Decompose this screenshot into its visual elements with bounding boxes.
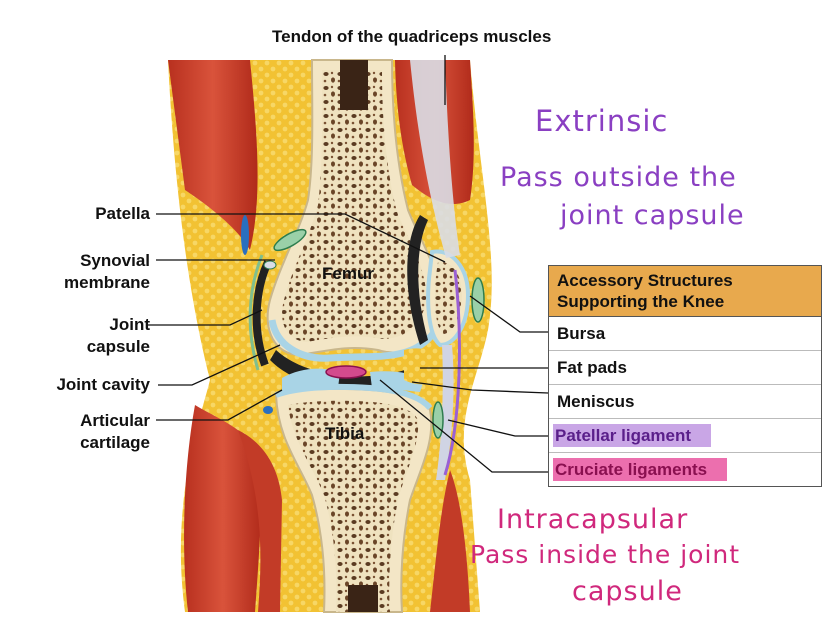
note-intracapsular-line1: Pass inside the joint xyxy=(470,540,741,569)
accessory-structures-table: Accessory Structures Supporting the Knee… xyxy=(548,265,822,487)
leader-articular xyxy=(156,389,283,421)
blood-vessel xyxy=(241,215,249,255)
leader-patella xyxy=(156,213,446,263)
joint-capsule-line2: capsule xyxy=(86,337,150,356)
table-row-fat-pads: Fat pads xyxy=(549,351,821,385)
femur-label: Femur xyxy=(322,264,374,283)
synovial-membrane-green xyxy=(248,254,264,371)
note-extrinsic-title: Extrinsic xyxy=(535,104,669,138)
table-row-cruciate-ligaments: Cruciate ligaments xyxy=(549,453,821,486)
leader-joint-capsule xyxy=(148,309,263,326)
note-extrinsic-line2: joint capsule xyxy=(560,200,745,231)
blood-vessel-3 xyxy=(263,406,273,414)
fat-pad xyxy=(404,348,448,385)
leader-joint-cavity xyxy=(158,344,281,386)
synovial-line2: membrane xyxy=(64,273,150,292)
synovial-line1: Synovial xyxy=(80,251,150,270)
table-header: Accessory Structures Supporting the Knee xyxy=(549,266,821,317)
table-header-line2: Supporting the Knee xyxy=(557,292,725,311)
articular-cartilage-label: Articular cartilage xyxy=(40,410,150,454)
tibia-cartilage xyxy=(274,383,433,411)
cruciate-ligaments-text: Cruciate ligaments xyxy=(553,458,728,481)
articular-line1: Articular xyxy=(80,411,150,430)
table-row-bursa: Bursa xyxy=(549,317,821,351)
leader-bursa xyxy=(469,295,548,333)
quadriceps-tendon xyxy=(410,60,460,258)
patellar-ligament-ink xyxy=(443,269,461,476)
note-intracapsular-line2: capsule xyxy=(572,576,683,607)
fat-pads-text: Fat pads xyxy=(557,358,627,377)
note-intracapsular-title: Intracapsular xyxy=(497,504,689,535)
leader-cruciate xyxy=(379,379,548,473)
patellar-ligament xyxy=(436,345,454,480)
thigh-muscle-left xyxy=(168,60,258,250)
tibia-label: Tibia xyxy=(325,424,365,443)
articular-line2: cartilage xyxy=(80,433,150,452)
note-extrinsic-line1: Pass outside the xyxy=(500,162,737,193)
suprapatellar-pouch xyxy=(407,215,428,345)
calf-muscle-left-2 xyxy=(238,430,282,612)
patella-label: Patella xyxy=(95,204,150,223)
joint-cavity-label: Joint cavity xyxy=(56,375,150,394)
blood-vessel-2 xyxy=(263,260,277,270)
shin-muscle-right xyxy=(430,470,470,612)
joint-capsule-line1: Joint xyxy=(109,315,150,334)
tibia-spongy xyxy=(288,400,419,612)
table-row-patellar-ligament: Patellar ligament xyxy=(549,419,821,453)
leader-lines xyxy=(148,55,549,473)
table-header-line1: Accessory Structures xyxy=(557,271,733,290)
leader-patellar xyxy=(447,419,548,437)
cruciate-ligament xyxy=(325,365,367,379)
bursa-pre-patellar xyxy=(471,277,485,323)
patellar-ligament-text: Patellar ligament xyxy=(553,424,712,447)
tendon-label: Tendon of the quadriceps muscles xyxy=(272,27,552,46)
femur-marrow xyxy=(340,60,368,110)
leader-meniscus xyxy=(411,381,549,394)
bursa-text: Bursa xyxy=(557,324,606,343)
tibia-marrow xyxy=(348,585,378,612)
calf-muscle-left xyxy=(184,405,262,612)
joint-capsule-label: Joint capsule xyxy=(40,314,150,358)
meniscus-text: Meniscus xyxy=(557,392,635,411)
bursa-lower xyxy=(432,401,444,439)
table-row-meniscus: Meniscus xyxy=(549,385,821,419)
synovial-membrane-label: Synovial membrane xyxy=(40,250,150,294)
bursa-upper xyxy=(273,228,307,252)
femur-spongy xyxy=(282,70,427,342)
